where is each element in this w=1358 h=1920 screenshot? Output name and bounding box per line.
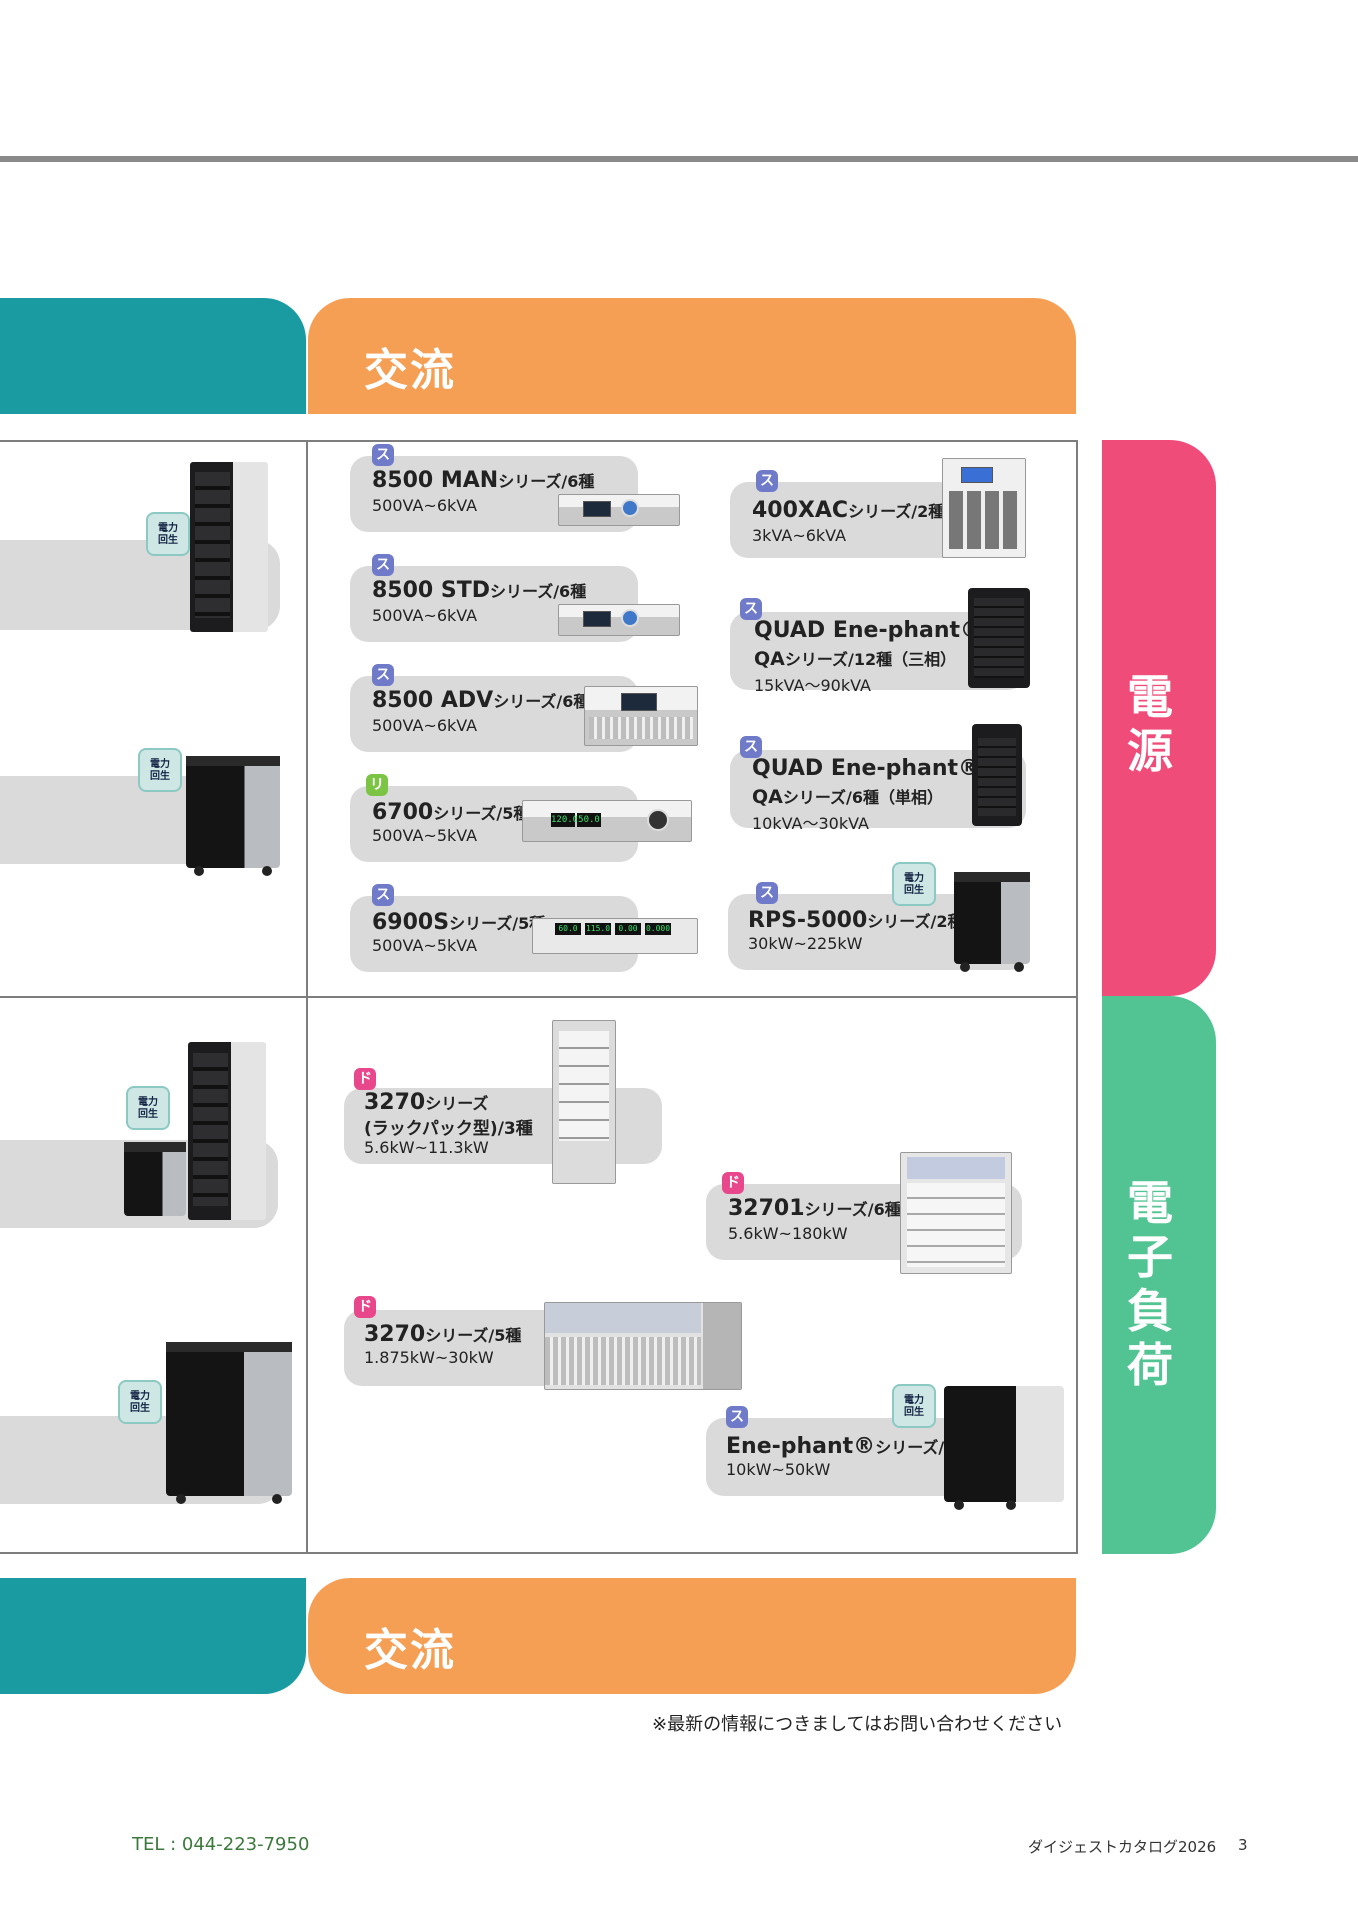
regen-icon: 電力回生 — [892, 1384, 936, 1428]
product-spec: 500VA~6kVA — [372, 496, 478, 515]
badge-do: ド — [722, 1172, 744, 1194]
product-image-400xac — [942, 458, 1026, 558]
product-image-quad-1phase — [972, 724, 1022, 826]
page-number: 3 — [1238, 1836, 1248, 1854]
product-spec: 15kVA～90kVA — [754, 676, 871, 695]
product-subname: (ラックパック型)/3種 — [364, 1119, 533, 1139]
product-image-ene-phant — [944, 1386, 1064, 1510]
regen-icon: 電力回生 — [126, 1086, 170, 1130]
badge-su: ス — [740, 598, 762, 620]
product-name: RPS-5000シリーズ/2種 — [748, 908, 964, 933]
product-name: QUAD Ene-phant® — [754, 618, 983, 643]
product-image-8500-adv — [584, 686, 698, 746]
regen-icon: 電力回生 — [892, 862, 936, 906]
left-product-dark-unit-2 — [124, 1142, 186, 1216]
product-name: 8500 STDシリーズ/6種 — [372, 578, 587, 603]
product-image-6700: 120.0 50.0 — [522, 800, 692, 842]
product-spec: 3kVA~6kVA — [752, 526, 847, 545]
product-spec: 500VA~5kVA — [372, 936, 478, 955]
product-name: QUAD Ene-phant® — [752, 756, 981, 781]
display-value: 120.0 — [551, 813, 579, 827]
product-spec: 500VA~6kVA — [372, 716, 478, 735]
section-tab-teal-top — [0, 298, 306, 414]
display-value: 0.000 — [645, 923, 671, 935]
product-image-8500-man — [558, 494, 680, 526]
display-value: 50.0 — [577, 813, 601, 827]
contact-note: ※最新の情報につきましてはお問い合わせください — [652, 1714, 1063, 1735]
left-product-cabinet-1 — [190, 462, 268, 632]
left-product-dark-unit-3 — [166, 1342, 292, 1504]
product-spec: 10kVA～30kVA — [752, 814, 869, 833]
product-name: 3270シリーズ — [364, 1090, 489, 1115]
badge-do: ド — [354, 1068, 376, 1090]
section-title: 交流 — [364, 1625, 456, 1676]
product-name: 3270シリーズ/5種 — [364, 1322, 522, 1347]
product-name: 8500 MANシリーズ/6種 — [372, 468, 595, 493]
badge-su: ス — [372, 664, 394, 686]
product-name: Ene-phant®シリーズ/1種 — [726, 1434, 972, 1459]
section-title: 交流 — [364, 345, 456, 396]
side-tab-label: 電子負荷 — [1127, 1176, 1173, 1392]
badge-su: ス — [756, 882, 778, 904]
display-value: 0.00 — [615, 923, 641, 935]
product-image-6900s: 60.0 115.0 0.00 0.000 — [532, 918, 698, 954]
product-image-rps-5000 — [954, 872, 1030, 972]
product-name: 8500 ADVシリーズ/6種 — [372, 688, 590, 713]
product-image-8500-std — [558, 604, 680, 636]
left-product-dark-unit-1 — [186, 756, 280, 876]
header-rule — [0, 156, 1358, 162]
product-subname: QAシリーズ/6種（単相） — [752, 786, 944, 808]
side-tab-electronic-load[interactable]: 電子負荷 — [1102, 996, 1216, 1554]
product-image-quad-3phase — [968, 588, 1030, 688]
display-value: 60.0 — [555, 923, 581, 935]
display-value: 115.0 — [585, 923, 611, 935]
badge-su: ス — [740, 736, 762, 758]
product-spec: 1.875kW~30kW — [364, 1348, 494, 1367]
product-image-32701 — [900, 1152, 1012, 1274]
badge-su: ス — [372, 444, 394, 466]
badge-su: ス — [372, 554, 394, 576]
product-image-3270-rackpack — [552, 1020, 616, 1184]
footer-catalog-title: ダイジェストカタログ2026 — [1028, 1838, 1217, 1856]
side-tab-label: 電源 — [1127, 670, 1173, 778]
badge-su: ス — [372, 884, 394, 906]
left-product-cabinet-2 — [188, 1042, 266, 1220]
product-image-3270 — [544, 1302, 742, 1390]
badge-su: ス — [726, 1406, 748, 1428]
product-spec: 30kW~225kW — [748, 934, 863, 953]
regen-icon: 電力回生 — [118, 1380, 162, 1424]
product-spec: 10kW~50kW — [726, 1460, 831, 1479]
product-name: 400XACシリーズ/2種 — [752, 498, 945, 523]
product-name: 6700シリーズ/5種 — [372, 800, 530, 825]
side-tab-power-supply[interactable]: 電源 — [1102, 440, 1216, 996]
regen-icon: 電力回生 — [146, 512, 190, 556]
product-subname: QAシリーズ/12種（三相） — [754, 648, 957, 670]
regen-icon: 電力回生 — [138, 748, 182, 792]
product-spec: 500VA~5kVA — [372, 826, 478, 845]
product-spec: 5.6kW~11.3kW — [364, 1138, 489, 1157]
badge-do: ド — [354, 1296, 376, 1318]
section-tab-ac-top: 交流 — [308, 298, 1076, 414]
footer-tel: TEL : 044-223-7950 — [132, 1834, 310, 1855]
grid-divider-horizontal — [0, 996, 1078, 998]
section-tab-teal-bottom — [0, 1578, 306, 1694]
section-tab-ac-bottom: 交流 — [308, 1578, 1076, 1694]
product-spec: 5.6kW~180kW — [728, 1224, 848, 1243]
product-name: 32701シリーズ/6種 — [728, 1196, 901, 1221]
product-spec: 500VA~6kVA — [372, 606, 478, 625]
product-name: 6900Sシリーズ/5種 — [372, 910, 546, 935]
badge-su: ス — [756, 470, 778, 492]
badge-ri: リ — [366, 774, 388, 796]
